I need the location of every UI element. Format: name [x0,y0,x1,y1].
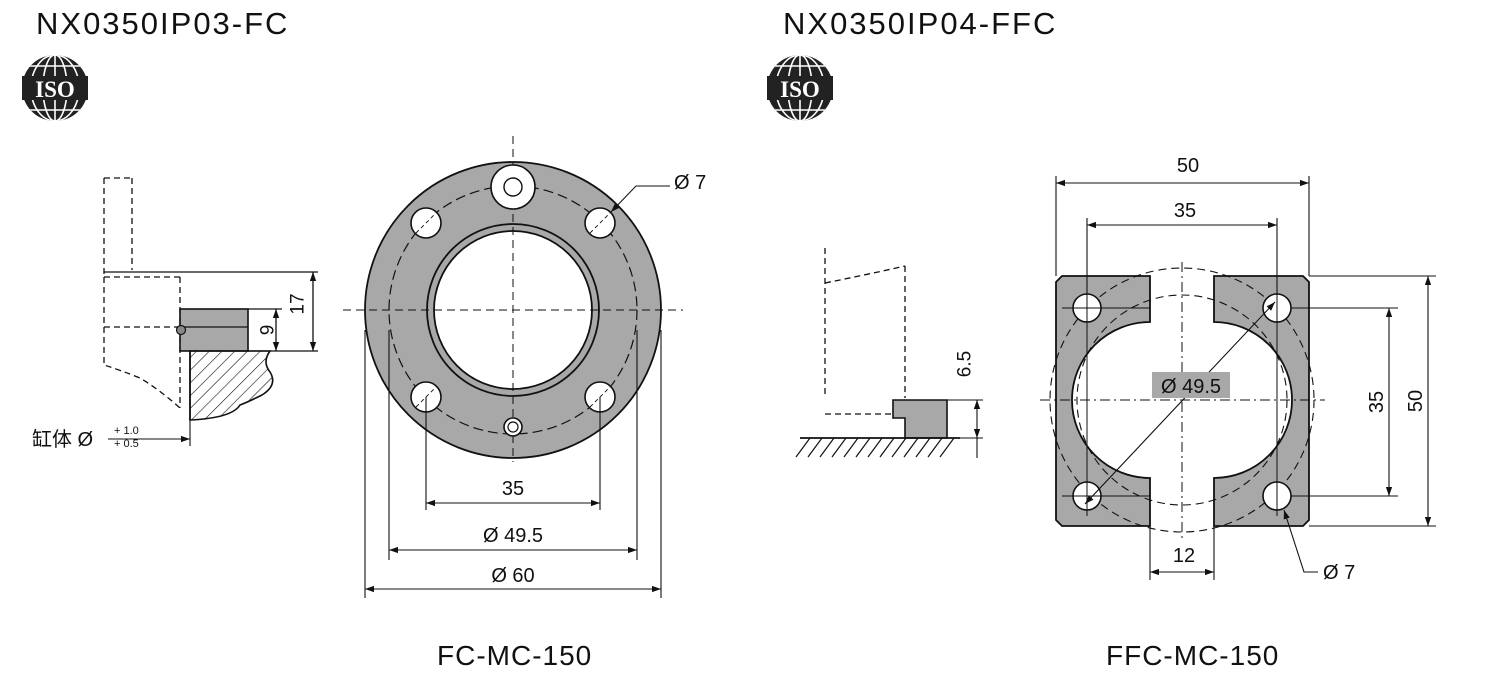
left-bore-label: 缸体 Ø [32,428,93,451]
left-dim-d60: Ø 60 [491,565,534,587]
right-dim-d495: Ø 49.5 [1161,376,1221,398]
right-dim-50-top: 50 [1177,155,1199,177]
iso-logo-left-text: ISO [35,77,75,102]
right-dim-35-vertical: 35 [1366,391,1388,413]
right-dim-12: 12 [1173,545,1195,567]
left-front-view [343,136,683,598]
right-front-view [1040,176,1436,580]
left-tol-lower: + 0.5 [114,438,139,450]
left-tol-upper: + 1.0 [114,425,139,437]
left-dim-d7: Ø 7 [674,172,706,194]
right-d495-label-bg [1152,372,1230,398]
right-dim-d7: Ø 7 [1323,562,1355,584]
iso-logo-left: ISO [22,55,88,121]
right-dim-35-top: 35 [1174,200,1196,222]
right-side-view [795,248,983,458]
left-side-view [103,177,318,446]
iso-logo-right-text: ISO [780,77,820,102]
left-dim-9: 9 [258,325,279,336]
right-dim-50-vertical: 50 [1405,390,1427,412]
left-title: NX0350IP03-FC [36,6,290,41]
left-dim-17: 17 [288,293,309,314]
right-title: NX0350IP04-FFC [783,6,1058,41]
iso-logo-right: ISO [767,55,833,121]
left-dim-35: 35 [502,478,524,500]
right-dim-6-5: 6.5 [955,351,976,377]
left-caption: FC-MC-150 [437,640,593,671]
right-caption: FFC-MC-150 [1106,640,1280,671]
left-dim-d495: Ø 49.5 [483,525,543,547]
